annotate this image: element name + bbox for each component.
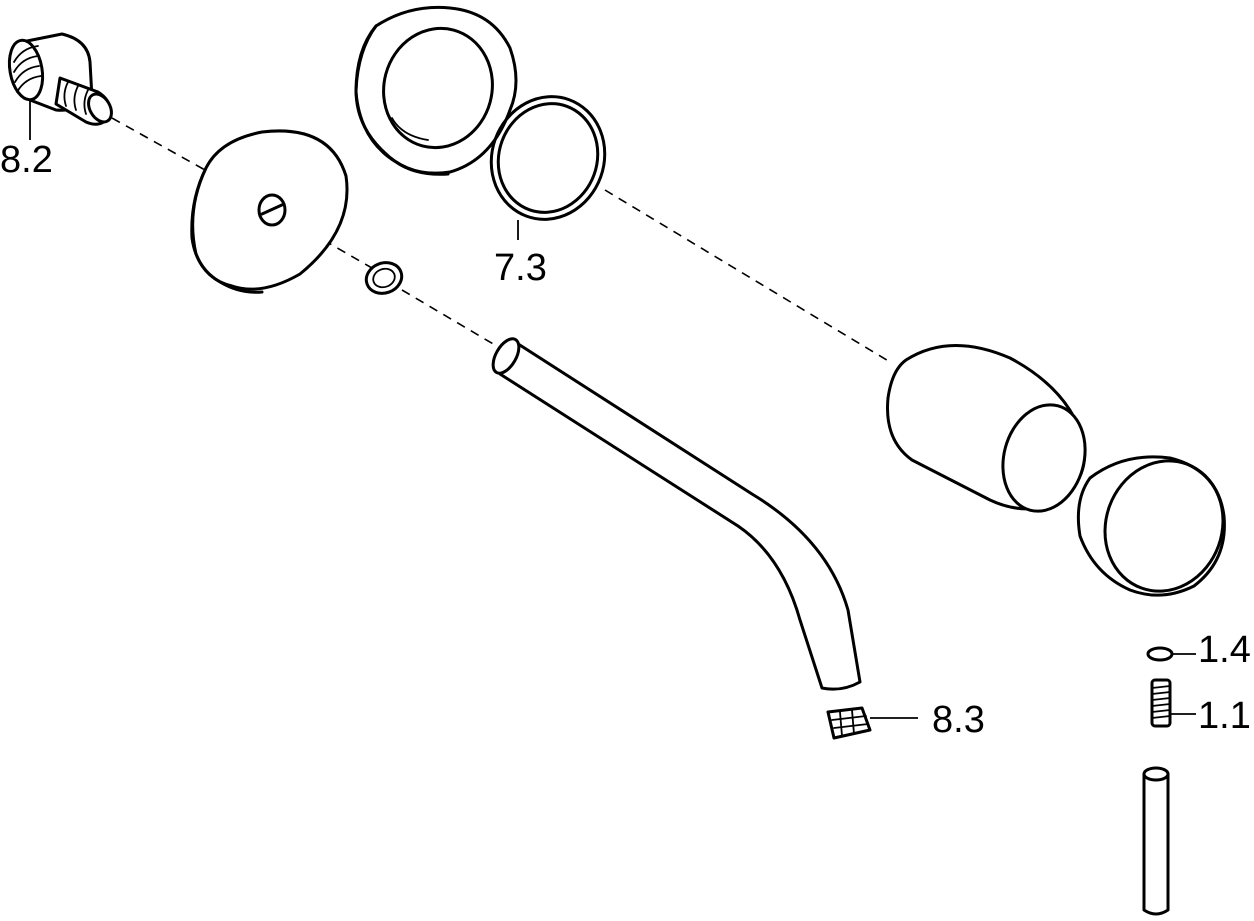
callout-7-3: 7.3: [494, 247, 547, 289]
handle-knob-part: [1076, 455, 1226, 597]
threaded-connector-part: [7, 32, 113, 126]
washer-part: [1146, 646, 1174, 662]
spout-part: [491, 337, 862, 691]
flange-ring-part: [354, 5, 518, 176]
callout-1-4: 1.4: [1198, 629, 1251, 671]
aerator-part: [826, 706, 872, 740]
threaded-pin-part: [1150, 678, 1172, 728]
callout-leader-lines: [29, 100, 1196, 719]
callout-8-2: 8.2: [0, 139, 53, 181]
o-ring-part: [489, 95, 607, 221]
cover-plate-part: [190, 129, 349, 294]
callout-1-1: 1.1: [1198, 695, 1251, 737]
small-seal-ring-part: [364, 261, 404, 295]
extension-rod-part: [1142, 766, 1170, 916]
mixer-body-part: [886, 344, 1087, 513]
callout-8-3: 8.3: [932, 699, 985, 741]
